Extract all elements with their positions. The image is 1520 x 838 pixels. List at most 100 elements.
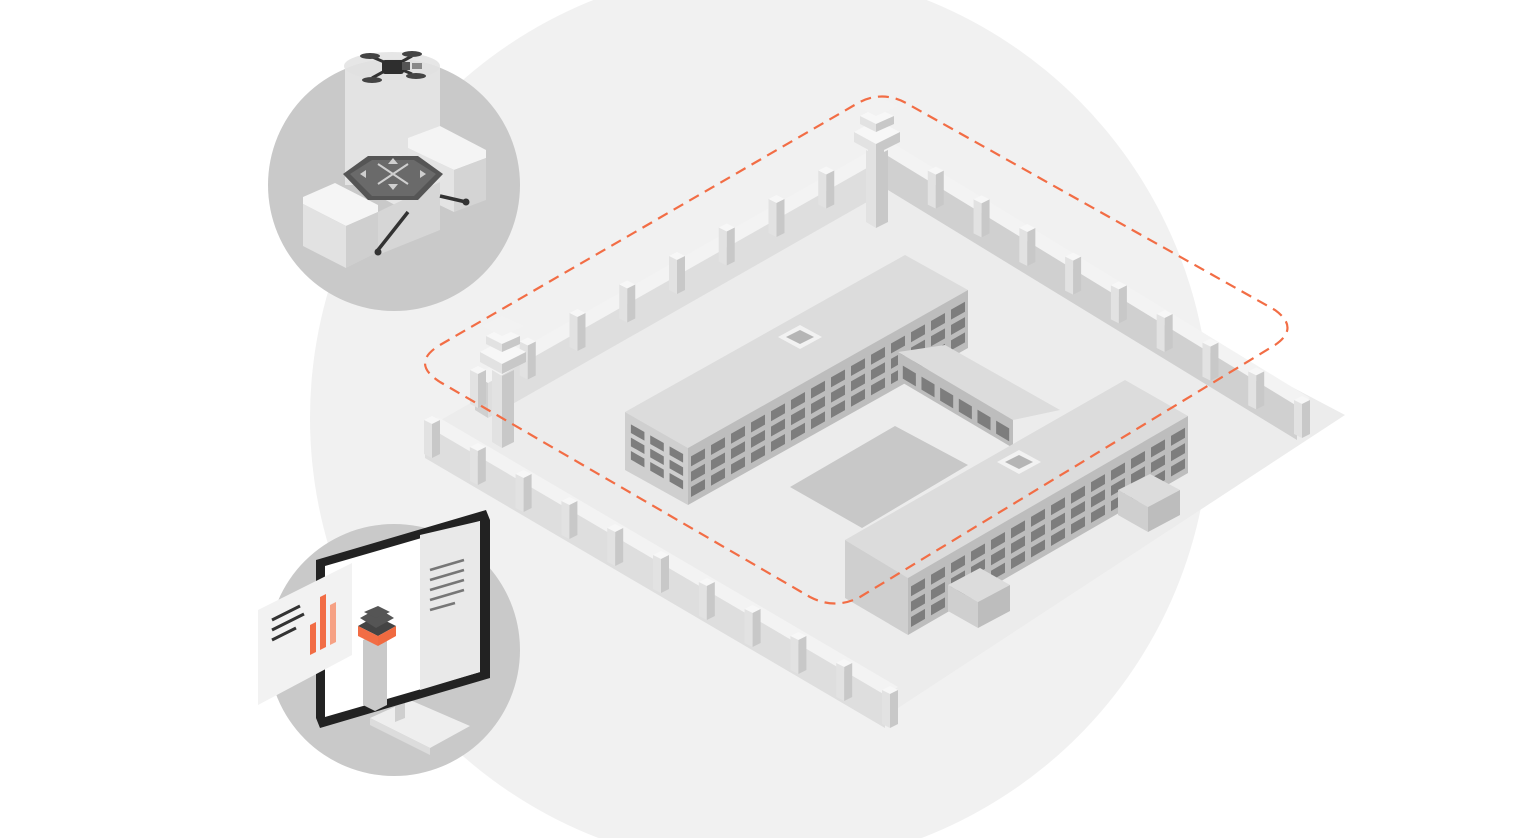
wall-pillar: [1065, 256, 1074, 295]
window: [650, 448, 664, 466]
wall-pillar: [1248, 371, 1257, 410]
wall-pillar: [615, 528, 624, 566]
window: [731, 441, 745, 460]
bar-chart-icon: [310, 594, 336, 655]
window: [751, 445, 765, 464]
wall-pillar: [469, 447, 478, 485]
window: [831, 400, 845, 419]
wall-pillar: [478, 370, 486, 408]
cell-block-b: [845, 380, 1188, 635]
cell-block-a: [625, 255, 968, 505]
window: [650, 435, 664, 452]
window: [731, 425, 745, 444]
window: [902, 365, 916, 387]
wall-pillar: [470, 370, 478, 408]
window: [958, 398, 972, 420]
window: [911, 578, 925, 597]
wall-pillar: [935, 170, 944, 209]
wall-pillar: [561, 501, 570, 539]
wall-pillar: [776, 199, 785, 237]
report-document-icon: [258, 563, 352, 705]
window: [1011, 535, 1025, 554]
wall-pillar: [1019, 228, 1028, 266]
wall-pillar: [890, 690, 898, 728]
window: [996, 420, 1010, 442]
window: [811, 396, 825, 414]
wall-pillar: [1302, 400, 1310, 438]
window: [951, 301, 965, 320]
window: [731, 456, 745, 475]
window: [711, 452, 725, 471]
window: [931, 597, 945, 616]
wall-pillars-back: [470, 138, 1310, 438]
window: [1071, 516, 1085, 535]
window: [791, 422, 805, 441]
wall-pillar: [1202, 342, 1211, 381]
window: [1031, 524, 1045, 543]
wall-pillar: [726, 227, 735, 266]
window: [1091, 474, 1105, 493]
window: [811, 380, 825, 399]
window: [771, 403, 785, 422]
window: [1151, 439, 1165, 458]
window: [911, 608, 925, 627]
window: [911, 593, 925, 612]
window: [851, 388, 865, 407]
window: [1071, 485, 1085, 504]
connector-windows: [902, 365, 1010, 442]
window: [1011, 551, 1025, 570]
window: [851, 358, 865, 377]
wall-pillar: [790, 636, 799, 674]
window: [991, 562, 1005, 581]
wall-pillar: [669, 256, 677, 294]
window: [951, 332, 965, 351]
drone-icon: [344, 51, 440, 83]
window: [751, 414, 765, 433]
wall-pillar: [627, 284, 636, 323]
wall-pillar: [523, 474, 532, 512]
monitoring-inset: [258, 510, 520, 776]
window: [971, 543, 985, 562]
window: [669, 446, 684, 463]
wall-pillar: [477, 447, 486, 485]
wall-pillar: [882, 690, 890, 728]
window: [931, 328, 945, 347]
wall-pillar: [569, 501, 578, 539]
window: [1011, 520, 1025, 539]
wall-pillar: [1164, 314, 1173, 352]
wall-pillar: [577, 313, 586, 351]
wall-pillar: [569, 313, 578, 351]
wall-pillar: [798, 636, 807, 674]
window: [691, 463, 705, 482]
window: [630, 450, 645, 468]
window: [1051, 497, 1065, 516]
window: [650, 461, 664, 479]
window: [711, 437, 725, 456]
window: [791, 407, 805, 426]
cell-block-a-windows: [630, 301, 965, 498]
window: [1171, 427, 1185, 446]
wall-pillar: [1210, 342, 1219, 381]
guard-tower-west: [480, 316, 526, 448]
window: [1151, 454, 1165, 473]
window: [891, 335, 905, 354]
window: [1111, 477, 1125, 496]
window: [871, 377, 885, 396]
wall-pillar: [653, 555, 661, 593]
window: [751, 429, 765, 448]
window: [691, 479, 705, 498]
window: [771, 418, 785, 437]
wall-pillar: [698, 582, 707, 620]
window: [991, 531, 1005, 551]
guard-tower-icon: [358, 606, 396, 711]
wall-pillar: [752, 609, 761, 647]
drone-dock-inset: [268, 51, 520, 311]
wall-pillar: [718, 227, 727, 266]
window: [940, 387, 954, 409]
window: [931, 313, 945, 331]
window: [711, 467, 725, 486]
wall-pillar: [515, 474, 524, 512]
wall-pillar: [432, 420, 440, 458]
window: [1131, 466, 1145, 485]
wall-pillar: [1073, 256, 1082, 295]
